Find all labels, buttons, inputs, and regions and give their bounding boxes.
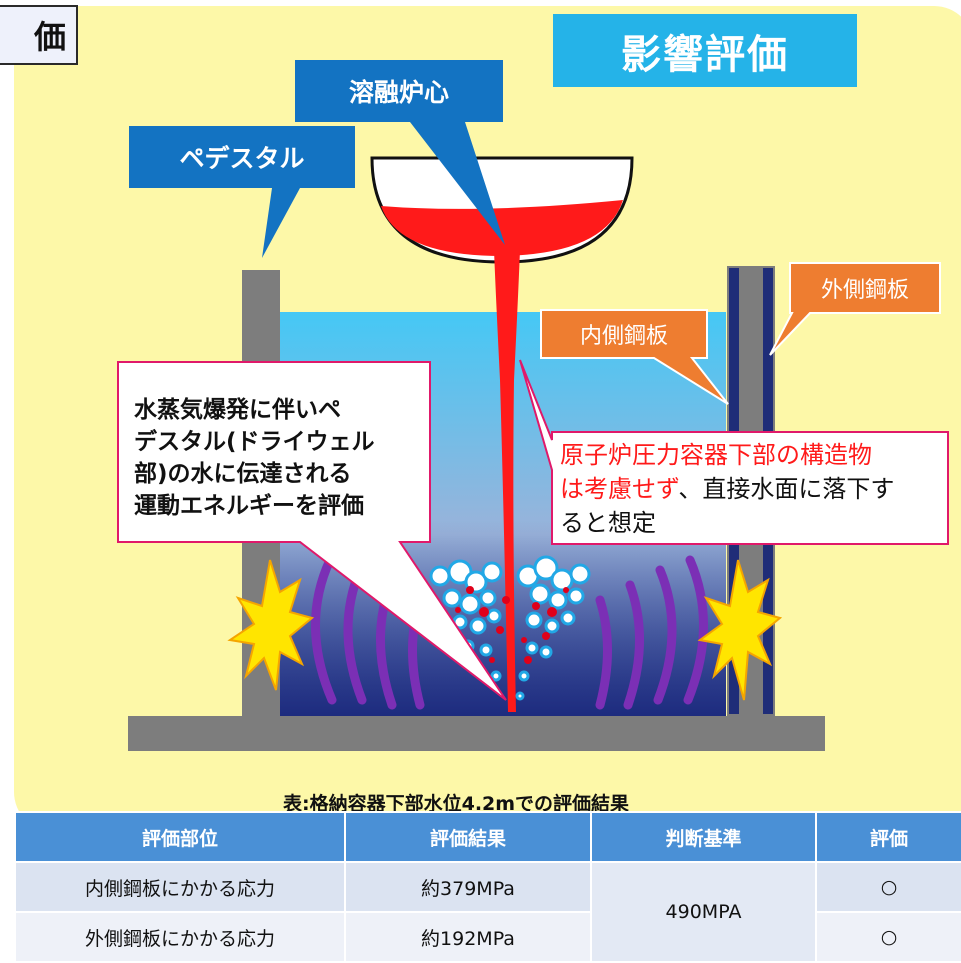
cell-result: 約379MPa [344,861,592,913]
note-line: 運動エネルギーを評価 [134,493,364,519]
cell-grade: ○ [815,911,961,963]
molten-droplets [455,586,569,664]
table-row: 内側鋼板にかかる応力 約379MPa 490MPA ○ [14,861,961,963]
label-outer-steel-shape [769,262,941,356]
label-pedestal: ペデスタル [179,144,305,173]
note-steam-explosion: 水蒸気爆発に伴いペ デスタル(ドライウェル 部)の水に伝達される 運動エネルギー… [118,362,430,542]
assumption-red-text-1: 原子炉圧力容器下部の構造物 [560,441,872,469]
explosion-burst-right [697,559,783,701]
results-table: 評価部位 評価結果 判断基準 評価 内側鋼板にかかる応力 約379MPa 490… [14,811,961,963]
label-molten-core: 溶融炉心 [348,78,449,107]
assumption-text-2: 、直接水面に落下す [678,475,895,503]
note-assumption-shape [519,359,949,545]
cell-criterion: 490MPA [590,861,817,963]
header-eval-part: 評価部位 [14,811,346,863]
callout-pedestal-shape [129,126,355,258]
cell-grade: ○ [815,861,961,913]
explosion-burst-left [227,559,315,691]
header-grade: 評価 [815,811,961,863]
header-criterion: 判断基準 [590,811,817,863]
bubbles [429,555,591,701]
left-tab[interactable]: 価 [0,5,78,65]
note-steam-explosion-shape [117,361,507,701]
table-row: 外側鋼板にかかる応力 約192MPa ○ [14,911,961,963]
cell-result: 約192MPa [344,911,592,963]
assumption-red-text-2: は考慮せず [560,475,679,503]
cell-part: 内側鋼板にかかる応力 [14,861,346,913]
note-line: 水蒸気爆発に伴いペ [134,397,341,423]
table-caption: 表:格納容器下部水位4.2mでの評価結果 [283,793,630,815]
label-outer-steel-plate: 外側鋼板 [820,278,909,303]
note-line: 部)の水に伝達される [134,461,352,487]
table-header-row: 評価部位 評価結果 判断基準 評価 [14,811,961,863]
note-assumption: 原子炉圧力容器下部の構造物 は考慮せず、直接水面に落下す ると想定 [552,432,948,544]
assumption-text-3: ると想定 [560,509,656,537]
page-title: 影響評価 [553,14,857,87]
header-eval-result: 評価結果 [344,811,592,863]
label-inner-steel-plate: 内側鋼板 [579,324,668,349]
molten-stream [494,250,520,712]
note-line: デスタル(ドライウェル [134,429,375,455]
label-inner-steel-shape [540,309,729,405]
cell-part: 外側鋼板にかかる応力 [14,911,346,963]
pedestal-floor [128,716,825,751]
callout-molten-core-shape [295,60,505,245]
